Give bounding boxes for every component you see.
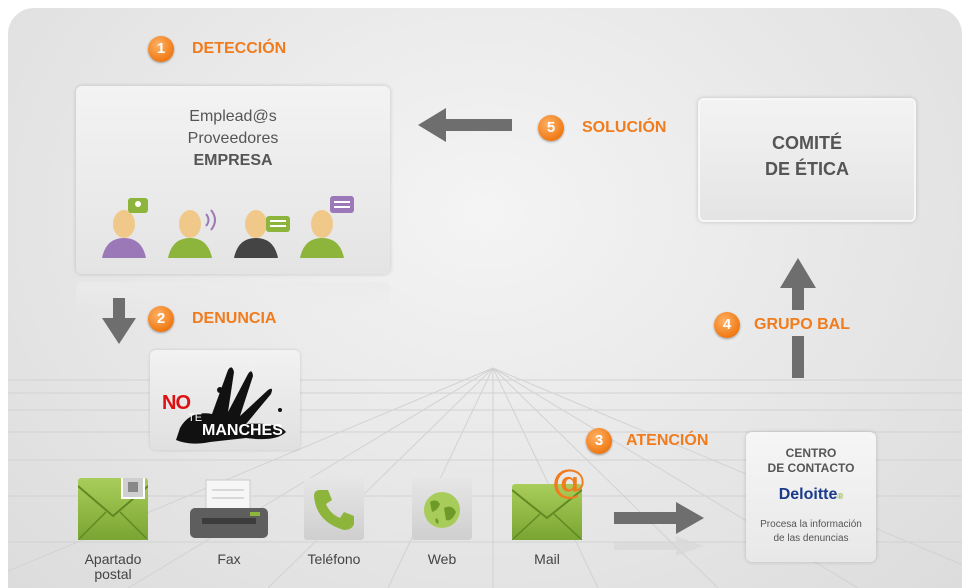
step-5-badge: 5 [538, 115, 564, 141]
at-sign-icon: @ [552, 462, 586, 502]
channel-postal-tile[interactable] [78, 478, 148, 540]
channel-mail-label: Mail [534, 551, 560, 567]
globe-icon [424, 492, 460, 528]
step-2-badge: 2 [148, 306, 174, 332]
step-2-label: DENUNCIA [192, 310, 277, 327]
contact-line-2: DE CONTACTO [767, 461, 855, 475]
channel-phone-label: Teléfono [307, 551, 361, 567]
detection-reflection [76, 282, 390, 312]
people-icons [102, 196, 354, 258]
logo-word-te: TE [188, 412, 203, 424]
deloitte-brand-name: Deloitte [778, 486, 838, 503]
deloitte-brand: Deloitte® [746, 486, 876, 504]
channel-web-label: Web [427, 551, 457, 567]
detection-line-1: Emplead@s [189, 108, 277, 125]
committee-box: COMITÉ DE ÉTICA [698, 98, 916, 222]
channel-mail-tile[interactable]: @ [512, 462, 586, 540]
step-1-label: DETECCIÓN [192, 40, 287, 57]
committee-line-2: DE ÉTICA [764, 159, 849, 179]
channel-phone-tile[interactable] [304, 478, 364, 540]
arrow-right-icon [614, 502, 704, 534]
channel-postal-line-2: postal [94, 566, 132, 582]
arrow-left-icon [418, 108, 512, 142]
contact-desc-1: Procesa la información [760, 519, 862, 530]
contact-center-box: CENTRO DE CONTACTO Deloitte® Procesa la … [746, 432, 876, 562]
person-speaking-icon [168, 209, 216, 258]
logo-word-manches: MANCHES [202, 422, 283, 439]
committee-line-1: COMITÉ [772, 133, 842, 153]
diagram-canvas: 1 DETECCIÓN Emplead@s Proveedores EMPRES… [8, 8, 962, 588]
envelope-stamp-icon [78, 478, 148, 540]
contact-line-1: CENTRO [785, 446, 837, 460]
channel-postal-line-1: Apartado [84, 551, 142, 567]
detection-line-2: Proveedores [187, 130, 279, 147]
step-3-badge: 3 [586, 428, 612, 454]
deloitte-brand-mark: ® [837, 492, 844, 501]
no-te-manches-logo: NO TE MANCHES [150, 350, 300, 450]
person-message-icon [234, 210, 290, 258]
arrow-down-icon [102, 298, 136, 344]
fax-icon[interactable] [188, 478, 270, 544]
arrow-up-icon [780, 258, 816, 378]
logo-word-no: NO [162, 392, 191, 414]
channel-fax-label: Fax [217, 551, 241, 567]
arrow-right-reflection [614, 536, 704, 556]
step-4-label: GRUPO BAL [754, 316, 850, 333]
envelope-at-icon [512, 489, 582, 540]
step-4-badge: 4 [714, 312, 740, 338]
contact-desc-2: de las denuncias [773, 533, 849, 544]
step-5-label: SOLUCIÓN [582, 119, 667, 136]
step-3-label: ATENCIÓN [626, 432, 709, 449]
person-comment-icon [300, 196, 354, 258]
person-chat-icon [102, 198, 148, 258]
phone-icon [314, 490, 354, 530]
ink-splash-icon [176, 367, 286, 444]
channel-postal-label: Apartado postal [70, 552, 156, 582]
detection-line-3: EMPRESA [193, 152, 273, 169]
step-1-badge: 1 [148, 36, 174, 62]
detection-box: Emplead@s Proveedores EMPRESA [76, 86, 390, 274]
channel-web-tile[interactable] [412, 478, 472, 540]
